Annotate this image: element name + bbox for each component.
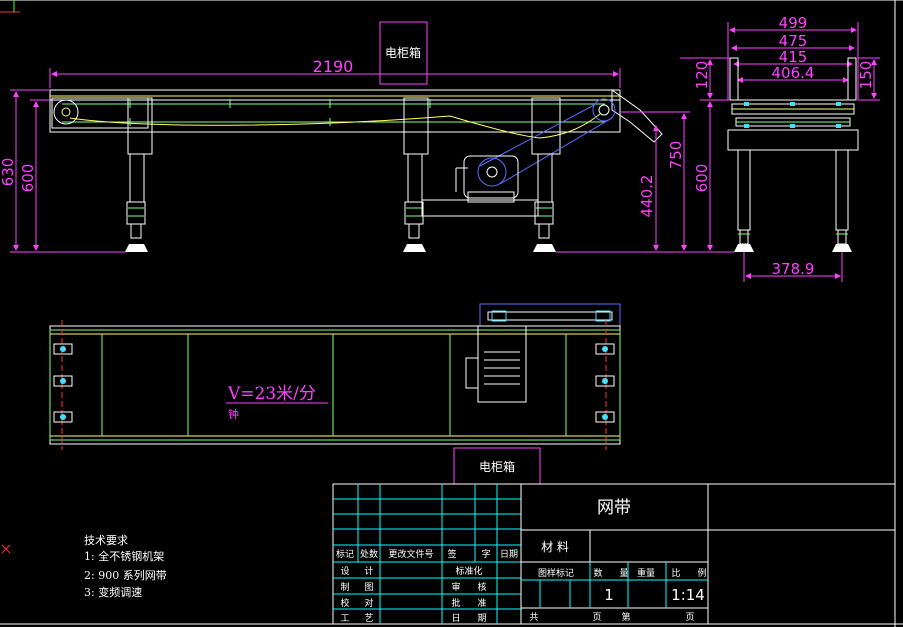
tech-req-item-1: 1: 全不锈钢机架 bbox=[84, 549, 164, 563]
stage-scale-2: 例 bbox=[697, 567, 706, 579]
dim-406-4: 406.4 bbox=[772, 64, 815, 82]
sheet-total-2: 页 bbox=[592, 612, 601, 623]
front-cabinet-label: 电柜箱 bbox=[385, 45, 421, 60]
header-change-doc: 更改文件号 bbox=[388, 548, 433, 560]
top-cabinet-label: 电柜箱 bbox=[479, 459, 515, 474]
tech-req-title: 技术要求 bbox=[84, 534, 128, 547]
header-date: 日期 bbox=[500, 549, 518, 560]
sheet-no-2: 页 bbox=[685, 612, 694, 623]
row-drawing-1: 制 bbox=[340, 581, 349, 593]
front-view: 电柜箱 2190 bbox=[0, 21, 690, 253]
title-block: 网带 材 料 标记 处数 更改文件号 签 字 日期 设 计 标准化 制 图 审 … bbox=[332, 483, 896, 625]
row-approve-2: 准 bbox=[477, 598, 486, 609]
tech-req-item-2: 2: 900 系列网带 bbox=[84, 568, 167, 582]
stage-quantity-1: 数 bbox=[593, 567, 602, 579]
dim-630: 630 bbox=[0, 158, 17, 187]
row-approve-1: 批 bbox=[451, 597, 460, 609]
sheet-total-1: 共 bbox=[529, 612, 538, 623]
dim-475: 475 bbox=[779, 32, 808, 50]
dim-415: 415 bbox=[779, 48, 808, 66]
side-view: 499 475 415 406.4 bbox=[678, 14, 880, 282]
row-check-2: 对 bbox=[364, 597, 373, 609]
row-drawing-2: 图 bbox=[364, 582, 373, 593]
speed-unit-wrap: 钟 bbox=[228, 407, 239, 421]
speed-text: V=23米/分 bbox=[227, 384, 316, 404]
row-process-2: 艺 bbox=[364, 613, 373, 624]
origin-marker bbox=[0, 0, 20, 554]
scale-value: 1:14 bbox=[671, 586, 705, 604]
dim-150: 150 bbox=[857, 61, 875, 90]
sheet-no-1: 第 bbox=[621, 611, 630, 623]
dim-600-front: 600 bbox=[19, 164, 37, 193]
dim-120: 120 bbox=[693, 61, 711, 90]
row-process-1: 工 bbox=[340, 614, 349, 624]
stage-scale-1: 比 bbox=[671, 567, 680, 579]
front-cabinet-box bbox=[379, 21, 428, 85]
dim-499: 499 bbox=[779, 14, 808, 32]
row-review-2: 核 bbox=[477, 581, 486, 593]
dim-440-2: 440.2 bbox=[638, 175, 656, 218]
row-standard: 标准化 bbox=[455, 565, 482, 577]
material-label: 材 料 bbox=[541, 540, 569, 554]
technical-requirements: 技术要求 1: 全不锈钢机架 2: 900 系列网带 3: 变频调速 bbox=[84, 534, 167, 599]
stage-drawing-mark: 图样标记 bbox=[538, 567, 574, 579]
dim-600-side: 600 bbox=[693, 164, 711, 193]
dim-2190: 2190 bbox=[313, 57, 354, 76]
quantity-value: 1 bbox=[604, 586, 614, 604]
row-date-1: 日 bbox=[451, 613, 460, 624]
part-name: 网带 bbox=[597, 498, 631, 518]
top-view: V=23米/分 钟 电柜箱 bbox=[49, 303, 621, 485]
row-design-2: 计 bbox=[364, 565, 373, 577]
dim-750: 750 bbox=[667, 141, 685, 170]
header-mark: 标记 bbox=[336, 548, 354, 560]
header-sign-2: 字 bbox=[481, 548, 490, 560]
row-design-1: 设 bbox=[340, 566, 349, 577]
row-review-1: 审 bbox=[451, 581, 460, 593]
dim-378-9: 378.9 bbox=[772, 260, 815, 278]
header-count: 处数 bbox=[360, 548, 378, 560]
tech-req-item-3: 3: 变频调速 bbox=[84, 585, 142, 599]
stage-weight: 重量 bbox=[637, 567, 655, 579]
row-date-2: 期 bbox=[477, 613, 486, 624]
stage-quantity-2: 量 bbox=[619, 568, 628, 579]
header-sign-1: 签 bbox=[447, 548, 456, 560]
row-check-1: 校 bbox=[340, 597, 349, 609]
